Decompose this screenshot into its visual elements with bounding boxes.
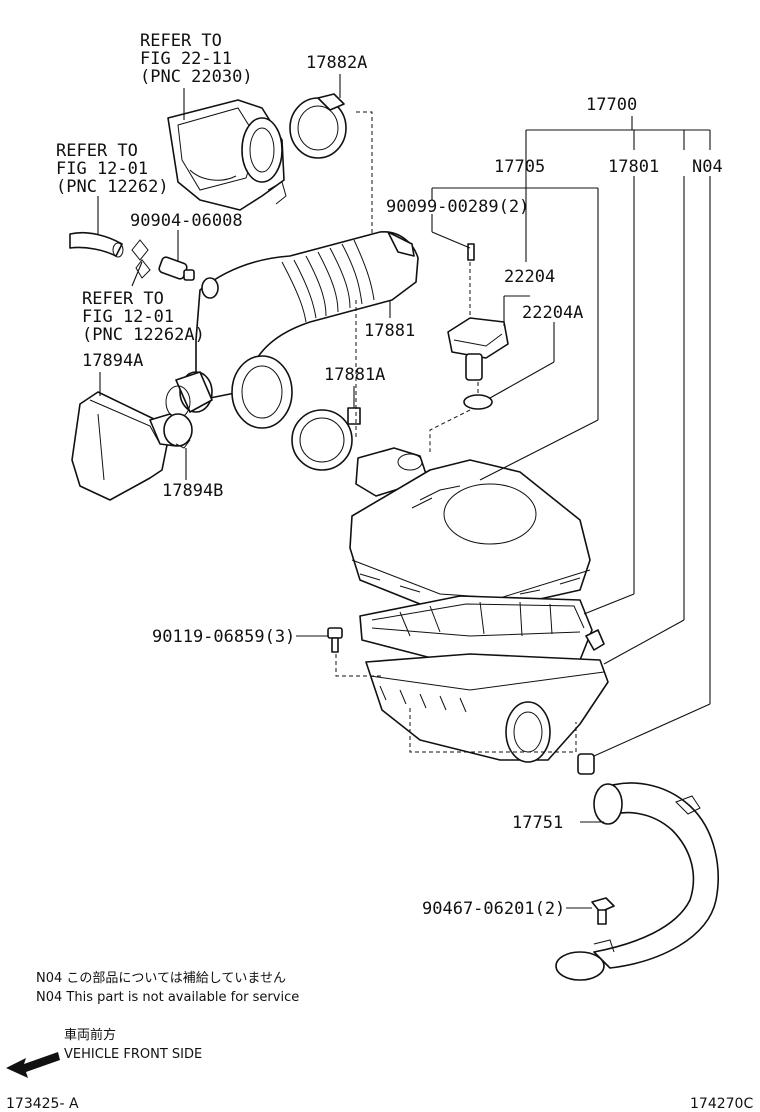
air-cleaner-cap xyxy=(349,447,591,613)
air-cleaner-case xyxy=(365,629,609,763)
notes: N04 この部品については補給していません N04 This part is n… xyxy=(36,971,299,1062)
bolt-90467-06201 xyxy=(591,897,615,925)
leader-lines xyxy=(97,74,711,909)
pcv-clip xyxy=(131,239,151,279)
clamp-17894B xyxy=(163,413,193,449)
label-refer-throttle-1: REFER TO xyxy=(140,31,222,51)
arrow-left-icon xyxy=(6,1052,60,1078)
maf-sensor-22204 xyxy=(447,243,509,381)
label-refer-hose1-1: REFER TO xyxy=(56,141,138,161)
note-n04-japanese: N04 この部品については補給していません xyxy=(36,971,286,986)
label-refer-throttle-3: (PNC 22030) xyxy=(140,67,253,87)
inlet-duct-17751 xyxy=(555,782,719,981)
clamp-17882A xyxy=(289,93,347,159)
label-17700: 17700 xyxy=(586,95,637,115)
hose-connector xyxy=(165,355,293,429)
label-refer-hose2-3: (PNC 12262A) xyxy=(82,325,205,345)
label-22204: 22204 xyxy=(504,267,555,287)
throttle-body xyxy=(167,99,287,211)
label-refer-hose1-3: (PNC 12262) xyxy=(56,177,169,197)
label-refer-hose2-2: FIG 12-01 xyxy=(82,307,174,327)
part-labels: REFER TO FIG 22-11 (PNC 22030) 17882A RE… xyxy=(56,31,723,919)
oring-22204A xyxy=(463,394,493,410)
label-17881A: 17881A xyxy=(324,365,385,385)
hose-12262 xyxy=(69,231,124,258)
label-17705: 17705 xyxy=(494,157,545,177)
label-90467-06201: 90467-06201(2) xyxy=(422,899,565,919)
figure-code-left: 173425- A xyxy=(6,1096,79,1112)
label-refer-throttle-2: FIG 22-11 xyxy=(140,49,232,69)
clamp-17881A xyxy=(291,407,361,471)
note-front-japanese: 車両前方 xyxy=(64,1027,116,1043)
grommet-N04 xyxy=(577,753,595,775)
label-17882A: 17882A xyxy=(306,53,367,73)
note-n04-english: N04 This part is not available for servi… xyxy=(36,990,299,1005)
label-17751: 17751 xyxy=(512,813,563,833)
label-90119-06859: 90119-06859(3) xyxy=(152,627,295,647)
label-17801: 17801 xyxy=(608,157,659,177)
plug-90904-06008 xyxy=(158,256,195,281)
note-front-english: VEHICLE FRONT SIDE xyxy=(64,1047,202,1062)
label-17894A: 17894A xyxy=(82,351,143,371)
figure-code-right: 174270C xyxy=(690,1096,753,1112)
intake-hose-17881 xyxy=(195,231,419,399)
bolt-90119-06859 xyxy=(327,627,343,653)
air-filter-17801 xyxy=(359,595,593,669)
label-17894B: 17894B xyxy=(162,481,223,501)
label-N04: N04 xyxy=(692,157,723,177)
label-90099-00289: 90099-00289(2) xyxy=(386,197,529,217)
label-refer-hose2-1: REFER TO xyxy=(82,289,164,309)
label-17881: 17881 xyxy=(364,321,415,341)
label-90904-06008: 90904-06008 xyxy=(130,211,243,231)
label-22204A: 22204A xyxy=(522,303,583,323)
label-refer-hose1-2: FIG 12-01 xyxy=(56,159,148,179)
